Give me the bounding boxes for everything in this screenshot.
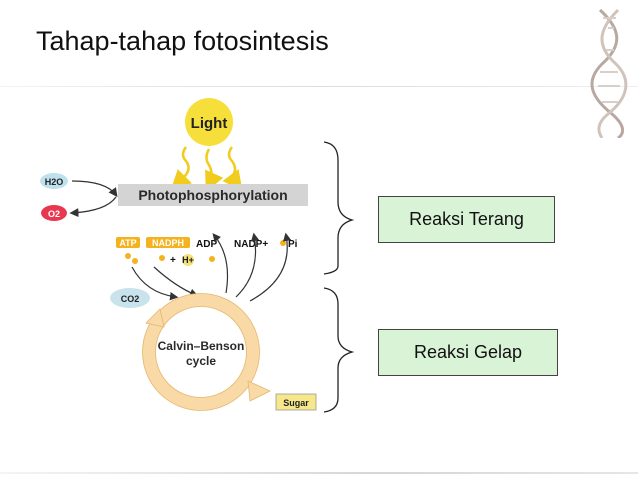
oxygen-output-arrow: [69, 196, 117, 218]
slide-title: Tahap-tahap fotosintesis: [36, 26, 329, 56]
water-input-arrow: [71, 180, 118, 198]
sun-icon: Light: [185, 98, 233, 146]
sugar-output-arrow: [247, 380, 271, 402]
hplus-label: H+: [182, 255, 194, 265]
dna-helix-icon: [590, 8, 628, 138]
plus-sign: +: [170, 255, 176, 266]
dark-reaction-brace: [323, 287, 355, 413]
calvin-cycle-label-line2: cycle: [186, 354, 216, 368]
reaksi-gelap-box: Reaksi Gelap: [378, 329, 558, 376]
sugar-label: Sugar: [283, 398, 309, 408]
light-rays: [170, 146, 243, 192]
photophosphorylation-bar: [118, 184, 308, 206]
nadp-label: NADP+: [234, 239, 268, 250]
sugar-box: [275, 393, 317, 411]
o2-label: O2: [48, 209, 60, 219]
o2-molecule-icon: [41, 205, 67, 221]
calvin-cycle-label-line1: Calvin–Benson: [158, 339, 245, 353]
nadph-label: NADPH: [152, 238, 184, 248]
h2o-molecule-icon: [40, 173, 68, 189]
co2-molecule-icon: [110, 288, 150, 308]
pi-label: Pi: [288, 239, 298, 250]
light-label: Light: [191, 115, 228, 132]
stage-braces: [323, 141, 355, 413]
h2o-label: H2O: [45, 177, 64, 187]
atp-label: ATP: [119, 238, 136, 248]
co2-label: CO2: [121, 294, 140, 304]
photophosphorylation-label: Photophosphorylation: [138, 187, 287, 203]
light-reaction-brace: [323, 141, 355, 275]
reaksi-terang-box: Reaksi Terang: [378, 196, 555, 243]
adp-label: ADP: [196, 239, 217, 250]
photosynthesis-diagram: Light Photophosphorylation H2O O2 ATP NA…: [40, 98, 317, 411]
atp-phosphate-dots: [125, 253, 215, 264]
calvin-cycle-ring: [142, 293, 260, 411]
atp-badge: [116, 237, 140, 248]
hplus-ion-icon: [182, 254, 194, 266]
energy-transfer-arrows: [131, 232, 292, 302]
header-divider: [0, 86, 638, 87]
nadph-badge: [146, 237, 190, 248]
footer-divider: [0, 472, 638, 474]
pi-dot: [280, 240, 286, 246]
cycle-arrow-head: [145, 308, 165, 328]
